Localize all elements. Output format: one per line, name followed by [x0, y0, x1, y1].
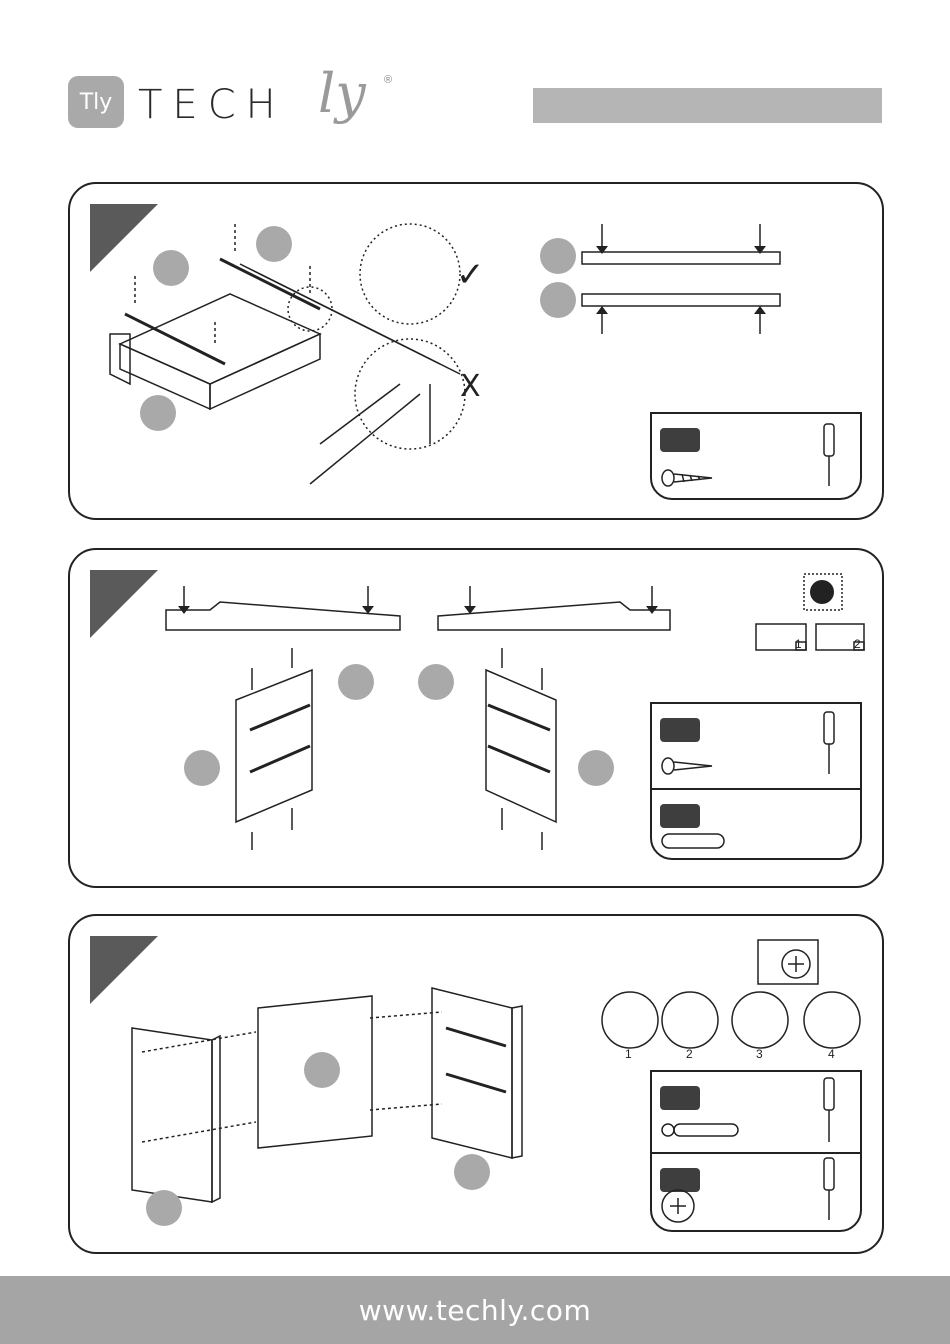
callout-bubble — [578, 750, 614, 786]
screw-icon — [652, 414, 860, 498]
callout-bubble — [304, 1052, 340, 1088]
logo-wordmark: TECH — [138, 82, 286, 128]
insert-step-label: 1 — [795, 637, 802, 651]
cam-step-label: 2 — [686, 1047, 693, 1061]
screw-icon — [652, 704, 860, 788]
registered-mark: ® — [384, 74, 392, 86]
parts-row — [652, 414, 860, 498]
parts-row — [652, 790, 860, 860]
cam-bolt-icon — [652, 1072, 860, 1152]
header-title-bar — [533, 88, 882, 123]
step-panel-1: ✓ X — [68, 182, 884, 520]
cam-lock-icon — [652, 1154, 860, 1230]
parts-row — [652, 1154, 860, 1230]
cam-step-label: 4 — [828, 1047, 835, 1061]
callout-bubble — [338, 664, 374, 700]
callout-bubble — [184, 750, 220, 786]
callout-bubble — [454, 1154, 490, 1190]
parts-box — [650, 412, 862, 500]
parts-box — [650, 1070, 862, 1232]
cam-step-label: 1 — [625, 1047, 632, 1061]
callout-bubble — [540, 238, 576, 274]
footer-url-link[interactable]: www.techly.com — [359, 1294, 591, 1327]
dowel-icon — [652, 790, 860, 860]
callout-bubble — [418, 664, 454, 700]
cross-mark: X — [460, 369, 481, 404]
step-panel-2: 1 2 — [68, 548, 884, 888]
parts-box — [650, 702, 862, 860]
callout-bubble — [146, 1190, 182, 1226]
logo-badge: Tly — [68, 76, 124, 128]
logo-suffix: ly — [318, 62, 366, 125]
callout-bubble — [153, 250, 189, 286]
callout-bubble — [140, 395, 176, 431]
footer-bar: www.techly.com — [0, 1276, 950, 1344]
parts-row — [652, 704, 860, 790]
callout-bubble — [256, 226, 292, 262]
insert-step-label: 2 — [854, 637, 861, 651]
parts-row — [652, 1072, 860, 1154]
callout-bubble — [540, 282, 576, 318]
cam-step-label: 3 — [756, 1047, 763, 1061]
step-panel-3: 1 2 3 4 — [68, 914, 884, 1254]
check-mark: ✓ — [456, 255, 485, 295]
